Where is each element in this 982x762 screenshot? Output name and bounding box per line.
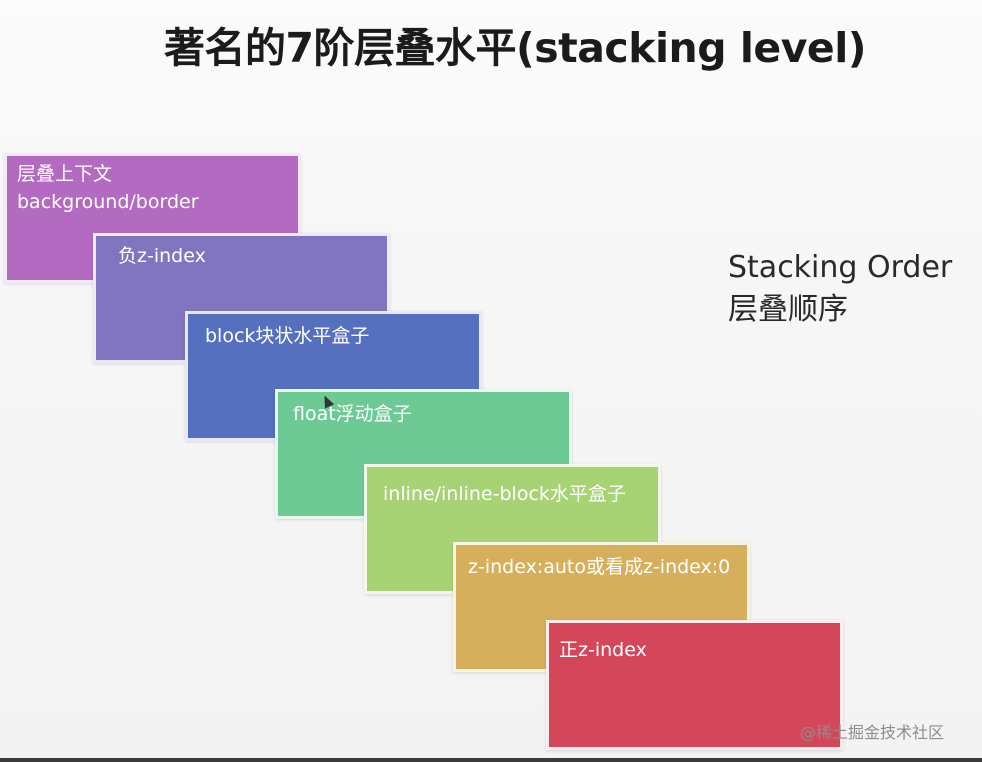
layer-label: z-index:auto或看成z-index:0 — [468, 556, 731, 578]
page-title: 著名的7阶层叠水平(stacking level) — [163, 24, 867, 72]
layer-label-line: background/border — [17, 191, 199, 213]
layer-label: float浮动盒子 — [293, 403, 412, 425]
bottom-divider — [0, 758, 982, 762]
stacking-order-english: Stacking Order — [728, 250, 953, 285]
stacking-order-chinese: 层叠顺序 — [728, 292, 848, 327]
layer-label: 正z-index — [559, 639, 647, 661]
watermark: @稀土掘金技术社区 — [800, 723, 945, 742]
stacking-order-label: Stacking Order 层叠顺序 — [728, 247, 952, 331]
layer-label: block块状水平盒子 — [205, 325, 370, 347]
layer-label: inline/inline-block水平盒子 — [383, 483, 626, 505]
layer-label: 层叠上下文 background/border — [17, 160, 199, 216]
layer-label-line: 层叠上下文 — [17, 163, 113, 185]
layer-positive-z-index: 正z-index — [546, 620, 843, 750]
layer-negative-z-index: 负z-index — [93, 233, 390, 363]
layer-label: 负z-index — [118, 245, 206, 267]
